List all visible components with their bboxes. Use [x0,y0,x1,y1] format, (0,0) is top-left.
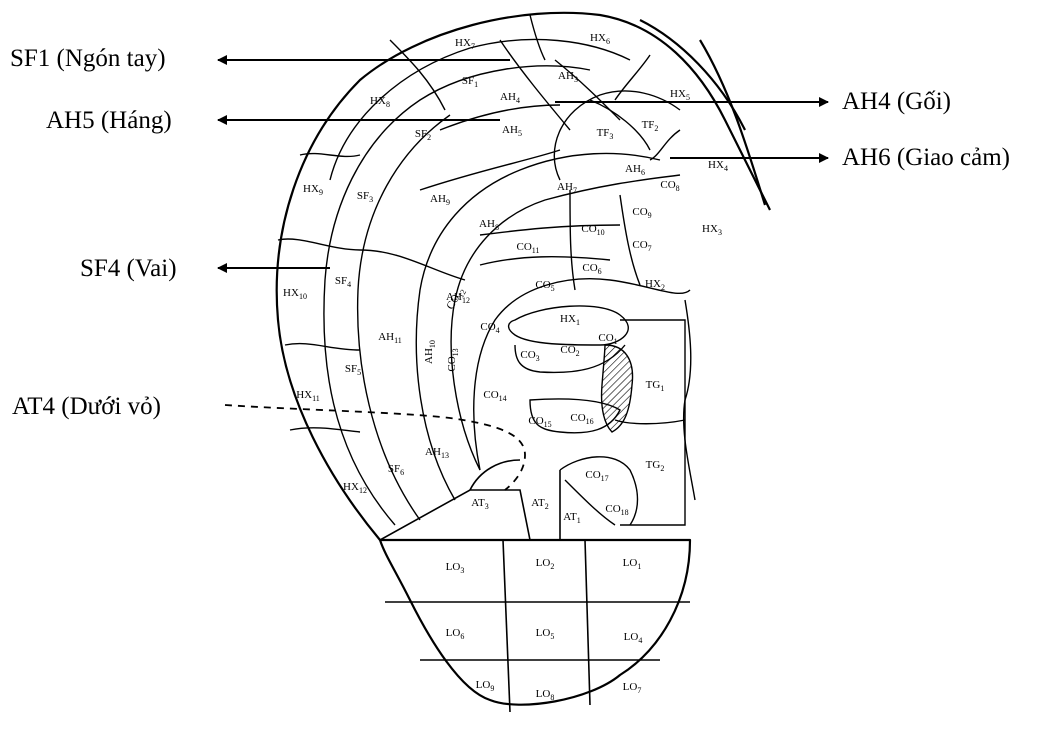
tragus-region [602,300,695,525]
zone-label-hx12: HX12 [343,481,367,495]
zone-label-lo2: LO2 [536,557,555,571]
hatched-notch [602,345,633,432]
zone-label-hx1: HX1 [560,313,580,327]
callout-at4: AT4 (Dưới vỏ) [12,394,161,419]
zone-label-sf1: SF1 [462,75,478,89]
callout-sf4: SF4 (Vai) [80,256,177,281]
zone-label-tf3: TF3 [597,127,614,141]
zone-label-co1: CO1 [598,332,617,346]
zone-label-co5: CO5 [535,279,554,293]
zone-label-hx4: HX4 [708,159,728,173]
zone-label-tg2: TG2 [646,459,665,473]
zone-label-co3: CO3 [520,349,539,363]
zone-label-lo3: LO3 [446,561,465,575]
zone-label-co4: CO4 [480,321,499,335]
zone-label-hx2: HX2 [645,278,665,292]
zone-label-tg1: TG1 [646,379,665,393]
zone-label-ah11: AH11 [378,331,402,345]
zone-label-lo4: LO4 [624,631,643,645]
zone-label-ah9: AH9 [430,193,450,207]
zone-label-lo9: LO9 [476,679,495,693]
zone-label-tf2: TF2 [642,119,659,133]
zone-label-co14: CO14 [483,389,506,403]
callout-sf1: SF1 (Ngón tay) [10,46,166,71]
zone-label-co15: CO15 [528,415,551,429]
zone-label-co2: CO2 [560,344,579,358]
zone-label-hx6: HX6 [590,32,610,46]
zone-label-co11: CO11 [517,241,540,255]
zone-label-co18: CO18 [605,503,628,517]
zone-label-hx10: HX10 [283,287,307,301]
zone-label-lo8: LO8 [536,688,555,702]
zone-label-lo5: LO5 [536,627,555,641]
zone-label-ah3: AH3 [558,70,578,84]
zone-label-lo1: LO1 [623,557,642,571]
zone-label-sf5: SF5 [345,363,361,377]
zone-label-co16: CO16 [570,412,593,426]
zone-label-lo7: LO7 [623,681,642,695]
zone-label-ah6: AH6 [625,163,645,177]
antihelix-and-fossa [416,40,680,500]
zone-label-ah5: AH5 [502,124,522,138]
zone-label-co13: CO13 [446,348,460,371]
zone-label-co9: CO9 [632,206,651,220]
callout-ah5: AH5 (Háng) [46,108,172,133]
zone-label-co7: CO7 [632,239,651,253]
callout-ah6: AH6 (Giao cảm) [842,145,1010,170]
zone-label-at2: AT2 [531,497,548,511]
zone-label-ah8: AH8 [479,218,499,232]
concha [474,190,690,525]
zone-label-ah7: AH7 [557,181,577,195]
zone-label-co8: CO8 [660,179,679,193]
zone-label-hx3: HX3 [702,223,722,237]
at4-dashed-boundary [225,405,525,490]
zone-label-sf2: SF2 [415,128,431,142]
zone-label-hx5: HX5 [670,88,690,102]
zone-label-co6: CO6 [582,262,601,276]
zone-label-hx11: HX11 [296,389,320,403]
zone-label-sf4: SF4 [335,275,351,289]
callout-arrows [218,60,828,268]
zone-label-ah13: AH13 [425,446,449,460]
zone-label-hx7: HX7 [455,37,475,51]
zone-label-at3: AT3 [471,497,488,511]
zone-label-at1: AT1 [563,511,580,525]
zone-label-hx9: HX9 [303,183,323,197]
zone-label-ah10: AH10 [423,340,437,364]
zone-label-sf6: SF6 [388,463,404,477]
zone-label-ah4: AH4 [500,91,520,105]
zone-label-sf3: SF3 [357,190,373,204]
zone-label-hx8: HX8 [370,95,390,109]
zone-label-lo6: LO6 [446,627,465,641]
callout-ah4: AH4 (Gối) [842,89,951,114]
zone-label-co17: CO17 [585,469,608,483]
